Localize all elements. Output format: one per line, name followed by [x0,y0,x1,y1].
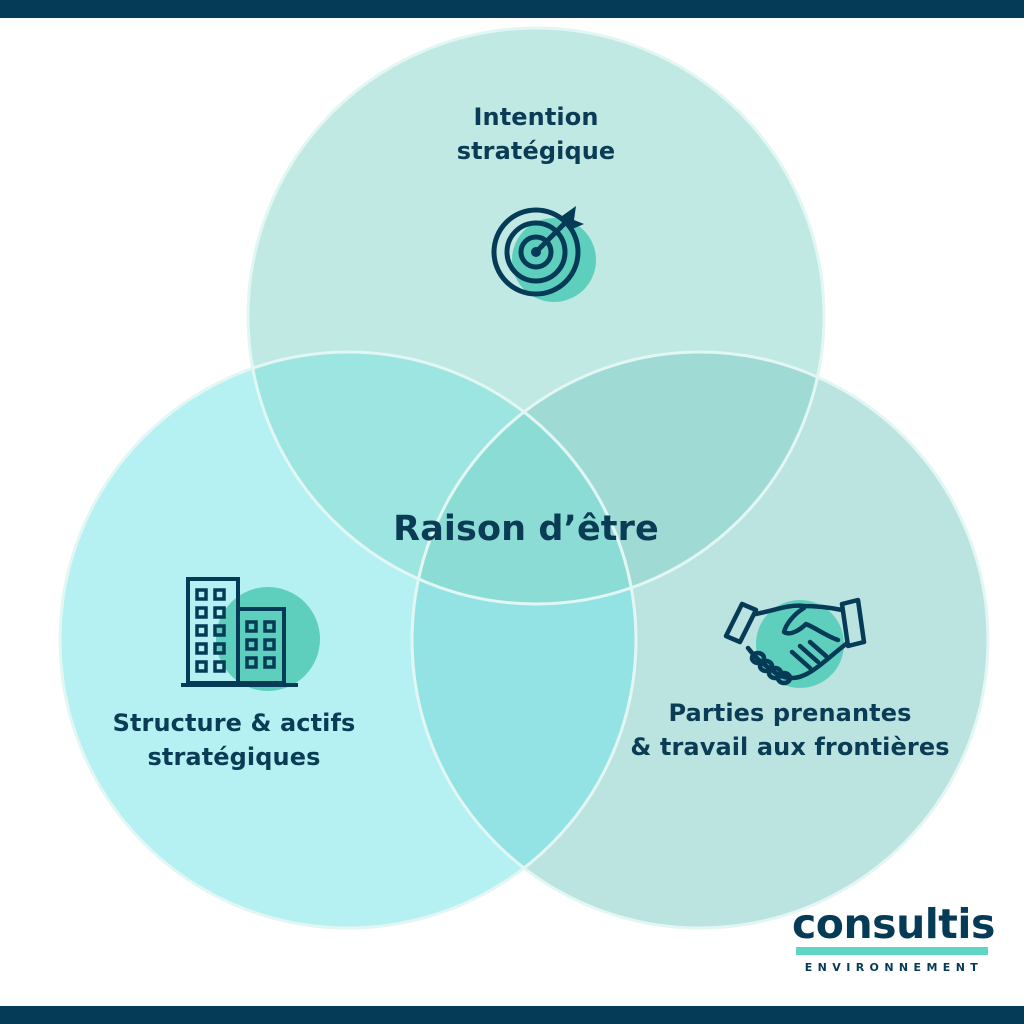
label-top-line2: stratégique [456,137,616,166]
label-right-line1: Parties prenantes [668,699,912,727]
bottom-bar [0,1006,1024,1024]
logo-wordmark: consultis [792,900,995,948]
buildings-icon [181,577,320,691]
overlap-center [412,352,636,604]
label-parties-prenantes: Parties prenantes & travail aux frontièr… [620,696,960,764]
label-top-line1: Intention [473,103,599,131]
label-left-line1: Structure & actifs [112,709,356,737]
logo-underline [796,947,988,955]
top-bar [0,0,1024,18]
label-intention-strategique: Intention stratégique [386,100,686,168]
target-icon [491,206,596,302]
consultis-logo: consultis ENVIRONNEMENT [792,900,995,974]
handshake-icon [723,597,867,688]
label-right-line2: & travail aux frontières [630,733,950,762]
label-left-line2: stratégiques [147,743,321,772]
label-structure-actifs: Structure & actifs stratégiques [84,706,384,774]
logo-subtitle: ENVIRONNEMENT [804,961,984,974]
label-raison-d-etre: Raison d’être [393,509,659,549]
